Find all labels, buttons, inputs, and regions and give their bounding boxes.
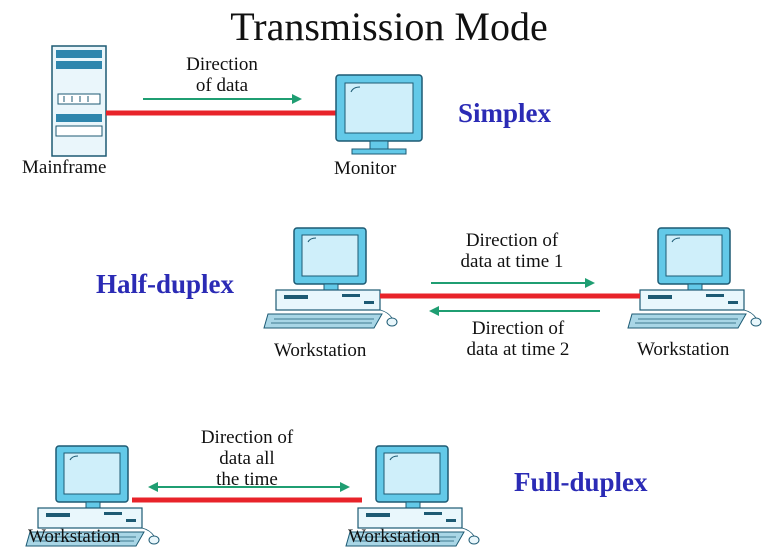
diagram-title: Transmission Mode — [230, 4, 548, 49]
simplex-arrow-label: Direction of data — [186, 54, 258, 96]
monitor-label: Monitor — [334, 158, 397, 179]
workstation-icon — [263, 227, 398, 329]
mainframe-icon — [51, 45, 107, 157]
monitor-icon — [335, 74, 423, 155]
mainframe-label: Mainframe — [22, 157, 107, 178]
half-duplex-mode-label: Half-duplex — [96, 269, 235, 299]
workstation-icon — [627, 227, 762, 329]
full-duplex-left-label: Workstation — [28, 526, 121, 547]
half-duplex-left-label: Workstation — [274, 340, 367, 361]
half-duplex-arrow-top-label: Direction of data at time 1 — [460, 230, 564, 272]
full-duplex-mode-label: Full-duplex — [514, 467, 648, 497]
half-duplex-arrow-bottom-label: Direction of data at time 2 — [466, 318, 570, 360]
half-duplex-right-label: Workstation — [637, 339, 730, 360]
full-duplex-right-label: Workstation — [348, 526, 441, 547]
simplex-mode-label: Simplex — [458, 98, 552, 128]
full-duplex-arrow-label: Direction of data all the time — [200, 427, 294, 490]
